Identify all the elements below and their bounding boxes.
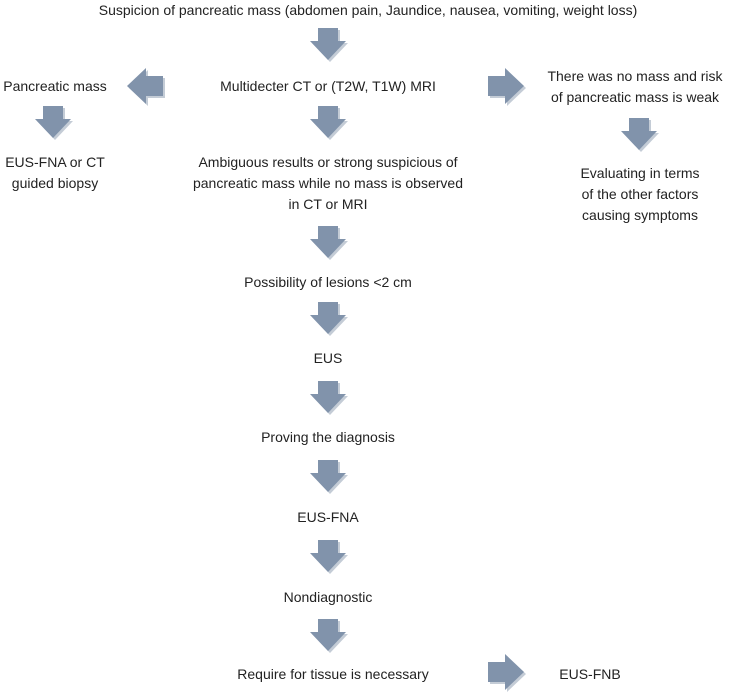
node-line: There was no mass and risk [547, 68, 723, 84]
block-arrow-icon [310, 619, 348, 653]
arrow-lesions-to-eus [310, 302, 348, 336]
arrow-shape [310, 28, 346, 60]
node-evaluating: Evaluating in terms of the other factors c… [555, 163, 725, 226]
node-imaging: Multidecter CT or (T2W, T1W) MRI [188, 76, 468, 97]
arrow-imaging-to-ambiguous [310, 106, 348, 140]
node-nondiagnostic: Nondiagnostic [238, 587, 418, 608]
arrow-tissue-to-eus-fnb [488, 654, 526, 692]
arrow-shape [310, 106, 346, 138]
block-arrow-icon [310, 540, 348, 574]
arrow-eus-fna-to-nondiagnostic [310, 540, 348, 574]
arrow-shape [488, 68, 524, 104]
arrow-no-mass-to-evaluating [621, 118, 659, 152]
node-line: Nondiagnostic [283, 589, 373, 605]
arrow-proving-to-eus-fna [310, 460, 348, 494]
node-line: EUS-FNA [297, 509, 359, 525]
node-eus: EUS [278, 348, 378, 369]
arrow-ambiguous-to-lesions [310, 226, 348, 260]
node-line: Proving the diagnosis [261, 429, 395, 445]
node-ambiguous: Ambiguous results or strong suspicious o… [163, 152, 493, 215]
block-arrow-icon [621, 118, 659, 152]
block-arrow-icon [127, 68, 165, 106]
node-line: of pancreatic mass is weak [550, 89, 720, 105]
block-arrow-icon [488, 68, 526, 106]
node-line: in CT or MRI [288, 196, 368, 212]
node-lesions: Possibility of lesions <2 cm [188, 272, 468, 293]
arrow-shape [488, 654, 524, 690]
node-line: EUS [313, 350, 343, 366]
node-pancreatic-mass: Pancreatic mass [0, 76, 110, 97]
arrow-shape [310, 540, 346, 572]
arrow-shape [621, 118, 657, 150]
block-arrow-icon [310, 226, 348, 260]
arrow-shape [310, 460, 346, 492]
node-proving: Proving the diagnosis [218, 427, 438, 448]
node-line: Ambiguous results or strong suspicious o… [198, 154, 458, 170]
node-line: Pancreatic mass [3, 78, 107, 94]
block-arrow-icon [310, 302, 348, 336]
node-line: guided biopsy [11, 175, 99, 191]
node-tissue: Require for tissue is necessary [188, 664, 478, 685]
block-arrow-icon [35, 106, 73, 140]
block-arrow-icon [310, 460, 348, 494]
node-biopsy: EUS-FNA or CT guided biopsy [0, 152, 110, 194]
node-line: Multidecter CT or (T2W, T1W) MRI [220, 78, 436, 94]
arrow-shape [310, 226, 346, 258]
node-eus-fnb: EUS-FNB [540, 664, 640, 685]
arrow-shape [127, 68, 163, 104]
node-line: Require for tissue is necessary [237, 666, 429, 682]
node-no-mass: There was no mass and risk of pancreatic … [535, 66, 735, 108]
arrow-shape [310, 381, 346, 413]
node-line: EUS-FNA or CT [5, 154, 105, 170]
arrow-eus-to-proving [310, 381, 348, 415]
node-eus-fna: EUS-FNA [268, 507, 388, 528]
block-arrow-icon [310, 381, 348, 415]
block-arrow-icon [310, 28, 348, 62]
node-line: Evaluating in terms [580, 165, 700, 181]
arrow-nondiagnostic-to-tissue [310, 619, 348, 653]
node-suspicion: Suspicion of pancreatic mass (abdomen pa… [0, 0, 736, 21]
arrow-imaging-to-pancreatic-mass [127, 68, 165, 106]
arrow-shape [310, 619, 346, 651]
arrow-shape [35, 106, 71, 138]
arrow-suspicion-to-imaging [310, 28, 348, 62]
arrow-imaging-to-no-mass [488, 68, 526, 106]
node-line: of the other factors [581, 186, 699, 202]
block-arrow-icon [310, 106, 348, 140]
node-line: pancreatic mass while no mass is observe… [192, 175, 463, 191]
arrow-shape [310, 302, 346, 334]
node-line: Possibility of lesions <2 cm [244, 274, 412, 290]
node-line: Suspicion of pancreatic mass (abdomen pa… [98, 2, 638, 18]
node-line: causing symptoms [582, 207, 698, 223]
block-arrow-icon [488, 654, 526, 692]
arrow-pancreatic-mass-to-biopsy [35, 106, 73, 140]
node-line: EUS-FNB [559, 666, 621, 682]
